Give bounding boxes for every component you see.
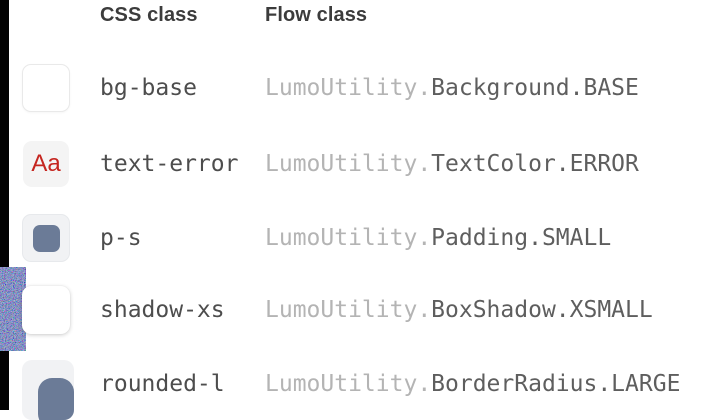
table-row: bg-base LumoUtility.Background.BASE bbox=[0, 64, 702, 112]
css-class-value: text-error bbox=[100, 151, 239, 177]
text-color-error-swatch-icon: Aa bbox=[23, 141, 69, 187]
css-class-value: shadow-xs bbox=[100, 297, 225, 323]
flow-class-prefix: LumoUtility. bbox=[265, 225, 432, 251]
column-header-flow-class: Flow class bbox=[265, 4, 368, 26]
table-row: rounded-l LumoUtility.BorderRadius.LARGE bbox=[0, 360, 702, 420]
screen-edge-strip bbox=[0, 0, 9, 410]
css-class-value: p-s bbox=[100, 225, 142, 251]
flow-class-value: LumoUtility.Background.BASE bbox=[265, 64, 639, 112]
flow-class-value: LumoUtility.BorderRadius.LARGE bbox=[265, 360, 680, 408]
flow-class-value: LumoUtility.Padding.SMALL bbox=[265, 214, 611, 262]
border-radius-large-swatch-icon bbox=[22, 360, 74, 420]
column-header-css-class: CSS class bbox=[100, 4, 198, 26]
table-row: shadow-xs LumoUtility.BoxShadow.XSMALL bbox=[0, 286, 702, 334]
noise-texture bbox=[0, 267, 26, 351]
css-class-value: rounded-l bbox=[100, 371, 225, 397]
css-class-value: bg-base bbox=[100, 75, 197, 101]
table-row: p-s LumoUtility.Padding.SMALL bbox=[0, 214, 702, 262]
flow-class-member: TextColor.ERROR bbox=[431, 151, 639, 177]
screen-noise-artifact bbox=[0, 267, 26, 351]
box-shadow-xsmall-swatch-icon bbox=[22, 286, 70, 334]
background-base-swatch-icon bbox=[22, 64, 70, 112]
flow-class-prefix: LumoUtility. bbox=[265, 151, 432, 177]
flow-class-member: Padding.SMALL bbox=[431, 225, 612, 251]
flow-class-value: LumoUtility.BoxShadow.XSMALL bbox=[265, 286, 653, 334]
flow-class-prefix: LumoUtility. bbox=[265, 297, 432, 323]
flow-class-prefix: LumoUtility. bbox=[265, 75, 432, 101]
border-radius-inner-square bbox=[38, 378, 74, 420]
flow-class-member: BorderRadius.LARGE bbox=[431, 371, 681, 397]
flow-class-value: LumoUtility.TextColor.ERROR bbox=[265, 140, 639, 188]
flow-class-prefix: LumoUtility. bbox=[265, 371, 432, 397]
flow-class-member: BoxShadow.XSMALL bbox=[431, 297, 653, 323]
padding-inner-square bbox=[32, 224, 60, 252]
table-row: Aa text-error LumoUtility.TextColor.ERRO… bbox=[0, 140, 702, 188]
padding-small-swatch-icon bbox=[22, 214, 70, 262]
flow-class-member: Background.BASE bbox=[431, 75, 639, 101]
